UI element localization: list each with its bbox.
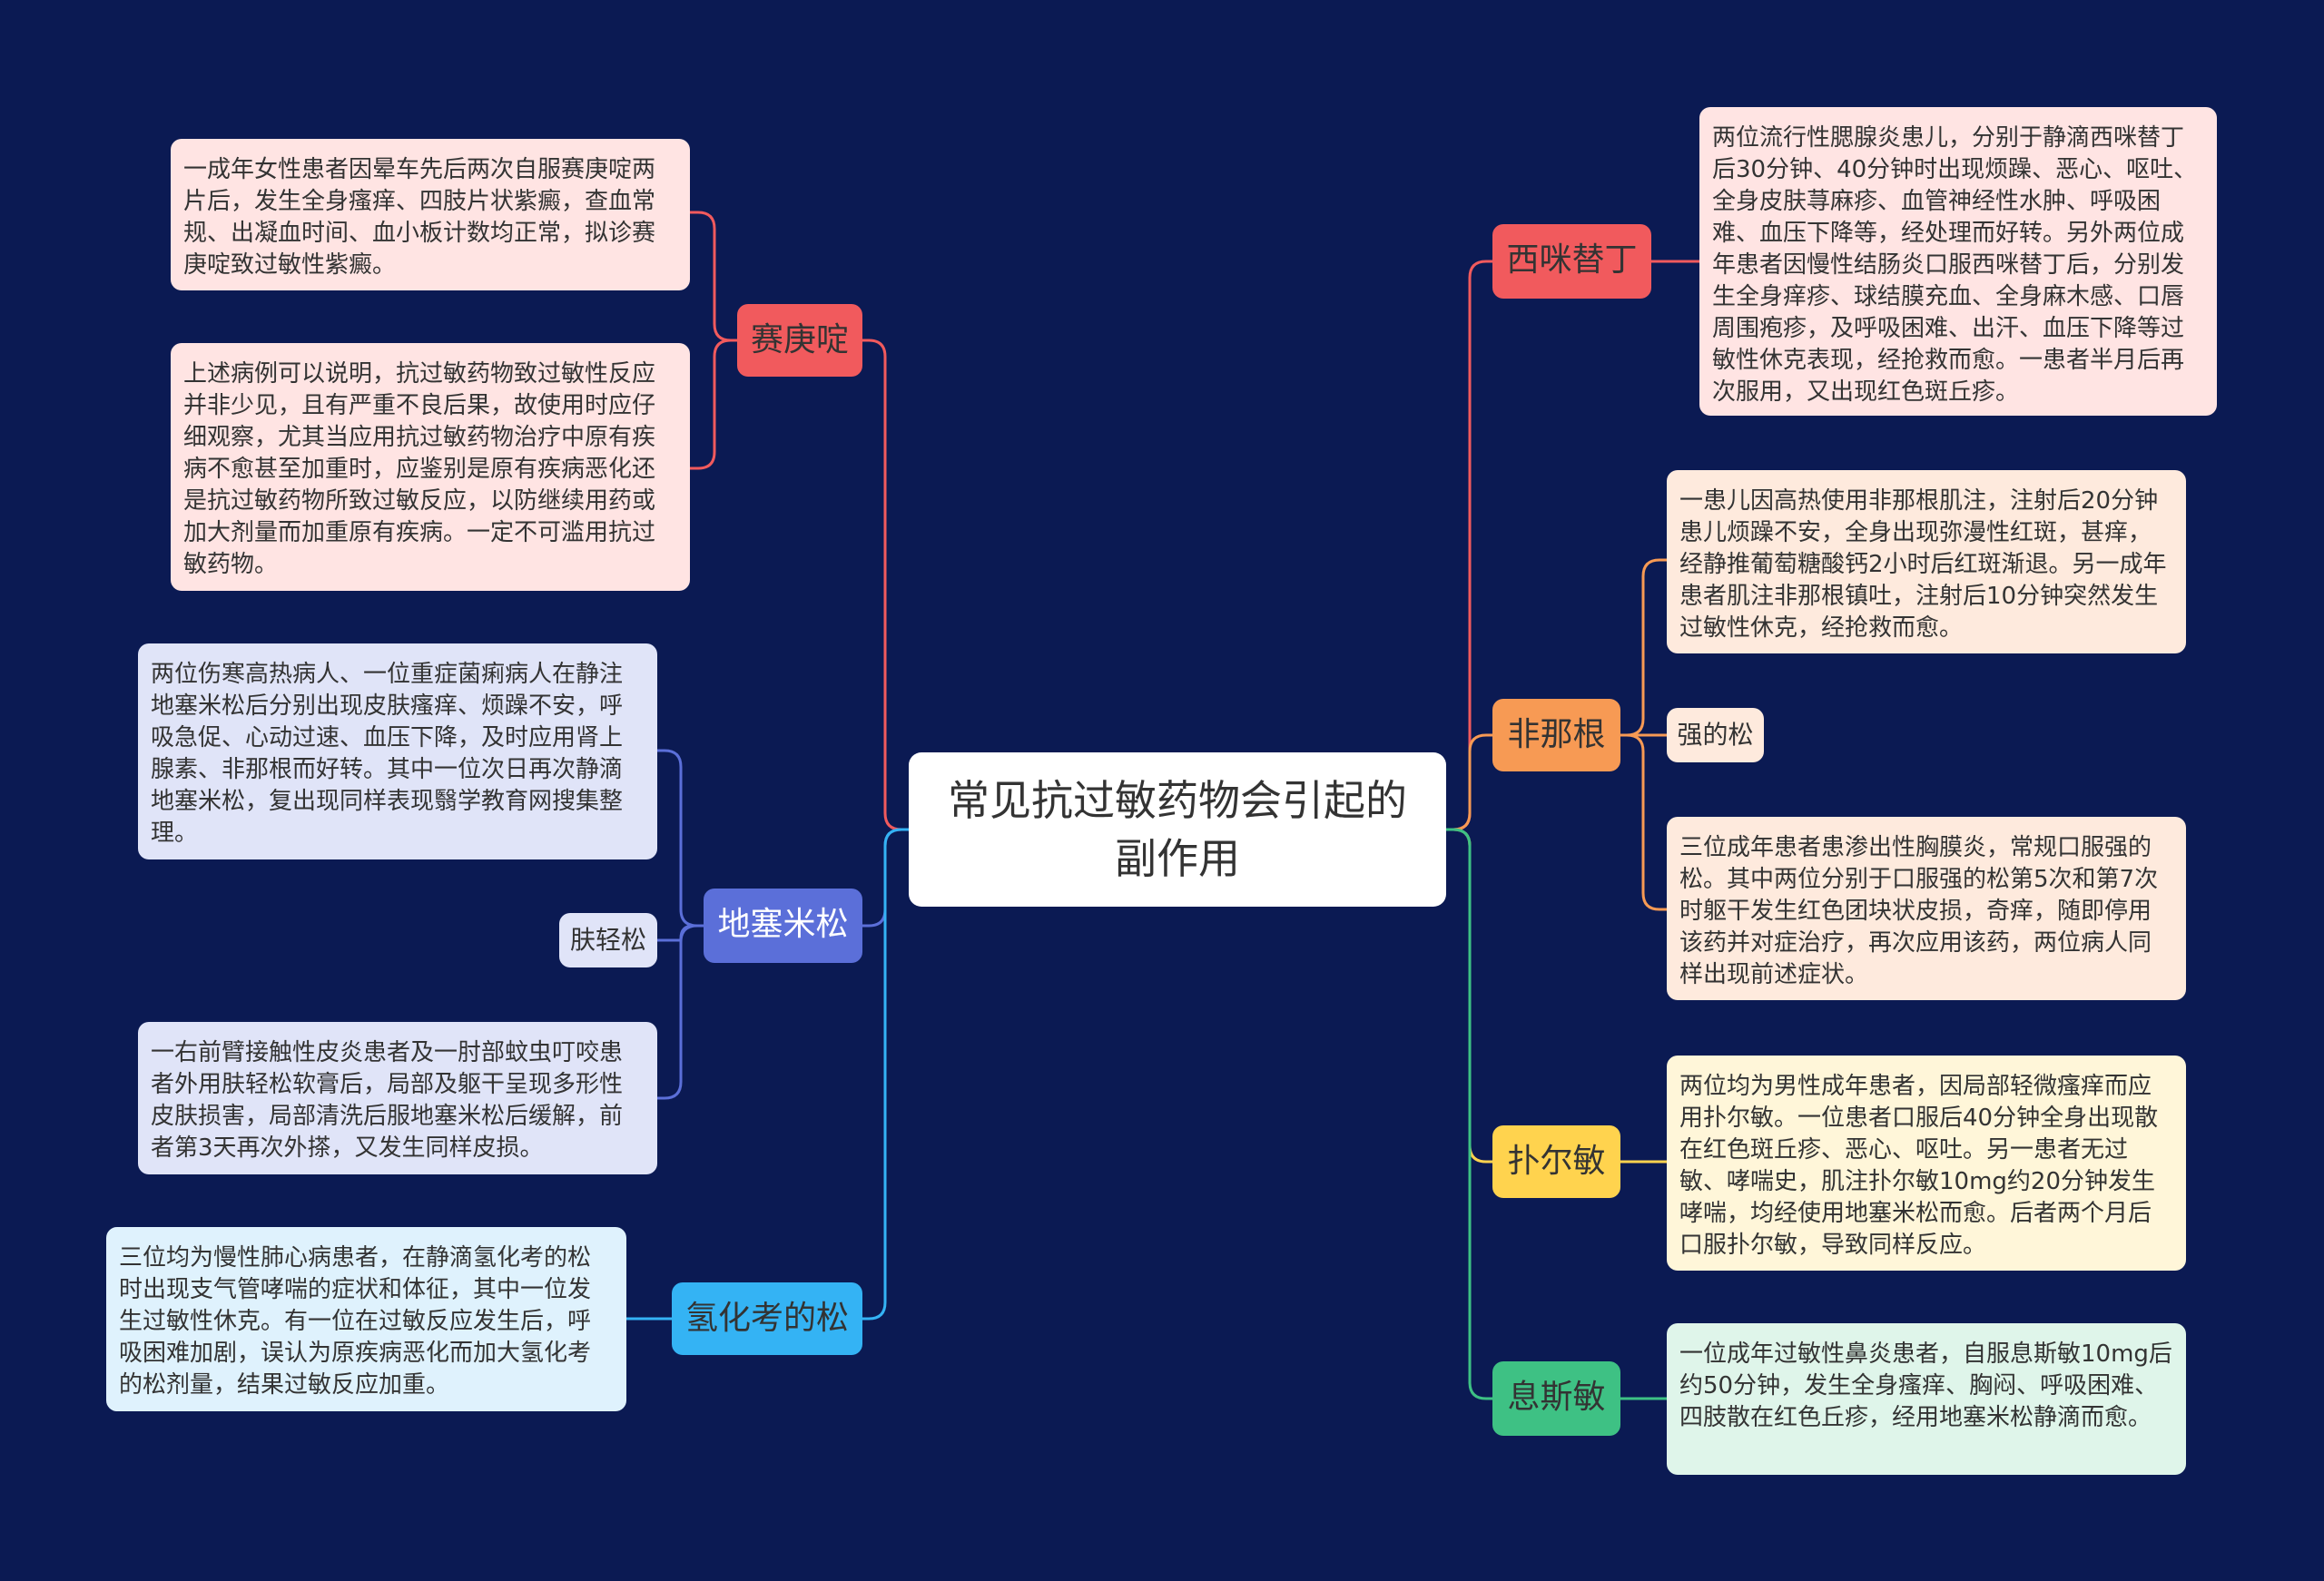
link-promethazine-note2: [1620, 733, 1667, 911]
branch-saigengding[interactable]: 赛庚啶: [737, 304, 862, 377]
branch-chlorphenamine-label: 扑尔敏: [1507, 1143, 1606, 1180]
tag-fuqingsong[interactable]: 肤轻松: [559, 913, 657, 967]
branch-astemizole[interactable]: 息斯敏: [1492, 1361, 1620, 1436]
branch-dexamethasone-label: 地塞米松: [717, 906, 849, 943]
branch-cimetidine-label: 西咪替丁: [1506, 241, 1638, 279]
note-promethazine-2[interactable]: 三位成年患者患渗出性胸膜炎，常规口服强的松。其中两位分别于口服强的松第5次和第7…: [1667, 817, 2186, 1000]
branch-promethazine[interactable]: 非那根: [1492, 699, 1620, 771]
central-topic-title: 常见抗过敏药物会引起的副作用: [948, 776, 1407, 883]
note-promethazine-1[interactable]: 一患儿因高热使用非那根肌注，注射后20分钟患儿烦躁不安，全身出现弥漫性红斑，甚痒…: [1667, 470, 2186, 653]
link-dexamethasone-note1: [657, 749, 704, 928]
note-promethazine-2-text: 三位成年患者患渗出性胸膜炎，常规口服强的松。其中两位分别于口服强的松第5次和第7…: [1679, 834, 2159, 988]
note-promethazine-1-text: 一患儿因高热使用非那根肌注，注射后20分钟患儿烦躁不安，全身出现弥漫性红斑，甚痒…: [1679, 487, 2167, 642]
note-chlorphenamine[interactable]: 两位均为男性成年患者，因局部轻微瘙痒而应用扑尔敏。一位患者口服后40分钟全身出现…: [1667, 1056, 2186, 1271]
note-hydrocortisone-text: 三位均为慢性肺心病患者，在静滴氢化考的松时出现支气管哮喘的症状和体征，其中一位发…: [119, 1244, 592, 1399]
link-saigengding-note2: [690, 339, 737, 470]
link-root-promethazine: [1446, 733, 1492, 831]
central-topic[interactable]: 常见抗过敏药物会引起的副作用: [909, 752, 1446, 907]
note-dexamethasone-2[interactable]: 一右前臂接触性皮炎患者及一肘部蚊虫叮咬患者外用肤轻松软膏后，局部及躯干呈现多形性…: [138, 1022, 657, 1174]
branch-astemizole-label: 息斯敏: [1507, 1379, 1606, 1416]
branch-promethazine-label: 非那根: [1507, 716, 1606, 753]
branch-dexamethasone[interactable]: 地塞米松: [704, 889, 862, 963]
note-cimetidine[interactable]: 两位流行性腮腺炎患儿，分别于静滴西咪替丁后30分钟、40分钟时出现烦躁、恶心、呕…: [1699, 107, 2217, 416]
tag-fuqingsong-label: 肤轻松: [569, 925, 646, 955]
note-chlorphenamine-text: 两位均为男性成年患者，因局部轻微瘙痒而应用扑尔敏。一位患者口服后40分钟全身出现…: [1679, 1073, 2159, 1259]
link-root-hydrocortisone: [862, 828, 909, 1321]
branch-saigengding-label: 赛庚啶: [750, 321, 849, 358]
note-saigengding-2-text: 上述病例可以说明，抗过敏药物致过敏性反应并非少见，且有严重不良后果，故使用时应仔…: [183, 360, 656, 578]
link-root-saigengding: [862, 339, 909, 831]
note-saigengding-1[interactable]: 一成年女性患者因晕车先后两次自服赛庚啶两片后，发生全身瘙痒、四肢片状紫癜，查血常…: [171, 139, 690, 290]
note-dexamethasone-1-text: 两位伤寒高热病人、一位重症菌痢病人在静注地塞米松后分别出现皮肤瘙痒、烦躁不安，呼…: [151, 661, 624, 847]
link-root-cimetidine: [1446, 260, 1492, 831]
note-astemizole-text: 一位成年过敏性鼻炎患者，自服息斯敏10mg后约50分钟，发生全身瘙痒、胸闷、呼吸…: [1679, 1340, 2172, 1431]
note-dexamethasone-1[interactable]: 两位伤寒高热病人、一位重症菌痢病人在静注地塞米松后分别出现皮肤瘙痒、烦躁不安，呼…: [138, 643, 657, 859]
note-hydrocortisone[interactable]: 三位均为慢性肺心病患者，在静滴氢化考的松时出现支气管哮喘的症状和体征，其中一位发…: [106, 1227, 626, 1411]
note-saigengding-2[interactable]: 上述病例可以说明，抗过敏药物致过敏性反应并非少见，且有严重不良后果，故使用时应仔…: [171, 343, 690, 591]
note-dexamethasone-2-text: 一右前臂接触性皮炎患者及一肘部蚊虫叮咬患者外用肤轻松软膏后，局部及躯干呈现多形性…: [151, 1039, 624, 1162]
note-cimetidine-text: 两位流行性腮腺炎患儿，分别于静滴西咪替丁后30分钟、40分钟时出现烦躁、恶心、呕…: [1712, 124, 2198, 406]
branch-hydrocortisone-label: 氢化考的松: [684, 1300, 849, 1337]
note-saigengding-1-text: 一成年女性患者因晕车先后两次自服赛庚啶两片后，发生全身瘙痒、四肢片状紫癜，查血常…: [183, 156, 656, 279]
link-root-astemizole: [1446, 828, 1492, 1400]
branch-hydrocortisone[interactable]: 氢化考的松: [672, 1282, 862, 1355]
branch-cimetidine[interactable]: 西咪替丁: [1492, 224, 1651, 299]
link-promethazine-note1: [1620, 558, 1667, 737]
tag-qiangdesong-label: 强的松: [1677, 720, 1754, 750]
link-saigengding-note1: [690, 211, 737, 342]
note-astemizole[interactable]: 一位成年过敏性鼻炎患者，自服息斯敏10mg后约50分钟，发生全身瘙痒、胸闷、呼吸…: [1667, 1323, 2186, 1475]
link-dexamethasone-note2: [657, 924, 704, 1100]
tag-qiangdesong[interactable]: 强的松: [1667, 708, 1764, 762]
branch-chlorphenamine[interactable]: 扑尔敏: [1492, 1125, 1620, 1198]
